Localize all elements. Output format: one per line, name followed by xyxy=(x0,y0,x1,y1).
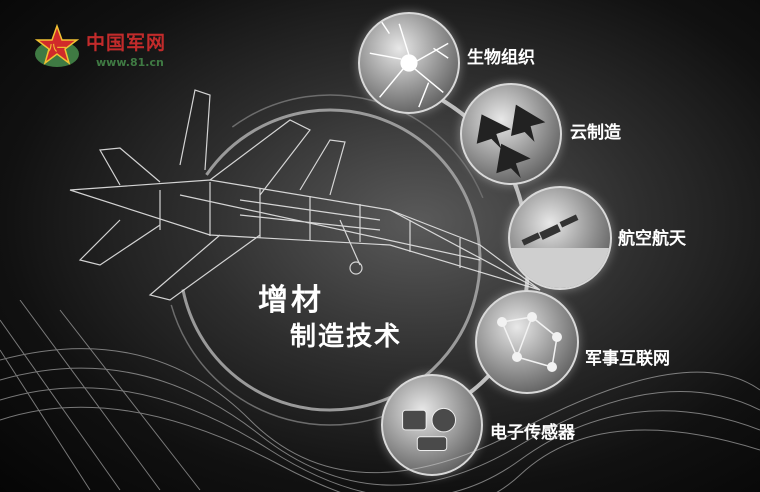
sensor-icon xyxy=(402,407,457,451)
electronic-sensor-label: 电子传感器 xyxy=(490,423,575,443)
aerospace-label: 航空航天 xyxy=(618,229,686,249)
network-icon xyxy=(497,312,562,372)
cloud-manufacturing-circle[interactable] xyxy=(460,83,562,185)
wireframe-jet-illustration xyxy=(69,89,541,301)
site-logo[interactable]: 八一 中国军网 www.81.cn xyxy=(34,24,194,80)
logo-url: www.81.cn xyxy=(96,56,164,69)
military-internet-label: 军事互联网 xyxy=(585,349,670,369)
army-star-icon: 八一 xyxy=(34,24,80,67)
electronic-sensor-circle[interactable] xyxy=(381,374,483,476)
bio-tissue-circle[interactable] xyxy=(358,12,460,114)
aerospace-circle[interactable] xyxy=(508,186,612,290)
particle-wave-decoration xyxy=(0,300,760,492)
title-line-1: 增材 xyxy=(258,283,324,318)
neuron-icon xyxy=(369,18,449,108)
satellite-icon xyxy=(510,214,610,288)
fighter-jets-icon xyxy=(476,104,546,179)
cloud-manufacturing-label: 云制造 xyxy=(570,123,621,143)
logo-text: 中国军网 xyxy=(86,32,167,54)
military-internet-circle[interactable] xyxy=(475,290,579,394)
title-line-2: 制造技术 xyxy=(290,322,403,352)
svg-text:八一: 八一 xyxy=(47,43,66,54)
bio-tissue-label: 生物组织 xyxy=(467,48,535,68)
